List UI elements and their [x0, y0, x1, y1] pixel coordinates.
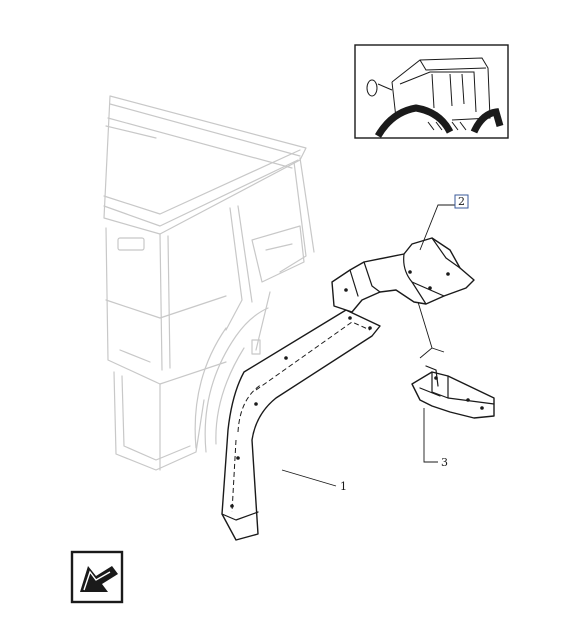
svg-text:2: 2: [458, 195, 465, 208]
leader-lines: [281, 204, 458, 487]
part-3-hinge-bracket: [411, 365, 495, 419]
tractor-thumbnail-icon: [354, 44, 509, 139]
part-1-trim-strip: [221, 309, 381, 541]
callout-2: 2: [454, 194, 469, 209]
svg-text:1: 1: [340, 480, 347, 493]
callout-3: 3: [441, 456, 448, 469]
arrow-icon[interactable]: [70, 550, 124, 604]
cab-outline: [103, 95, 315, 471]
callout-1: 1: [340, 480, 347, 493]
svg-text:3: 3: [441, 456, 448, 469]
part-2-cover-bracket: [331, 237, 475, 313]
